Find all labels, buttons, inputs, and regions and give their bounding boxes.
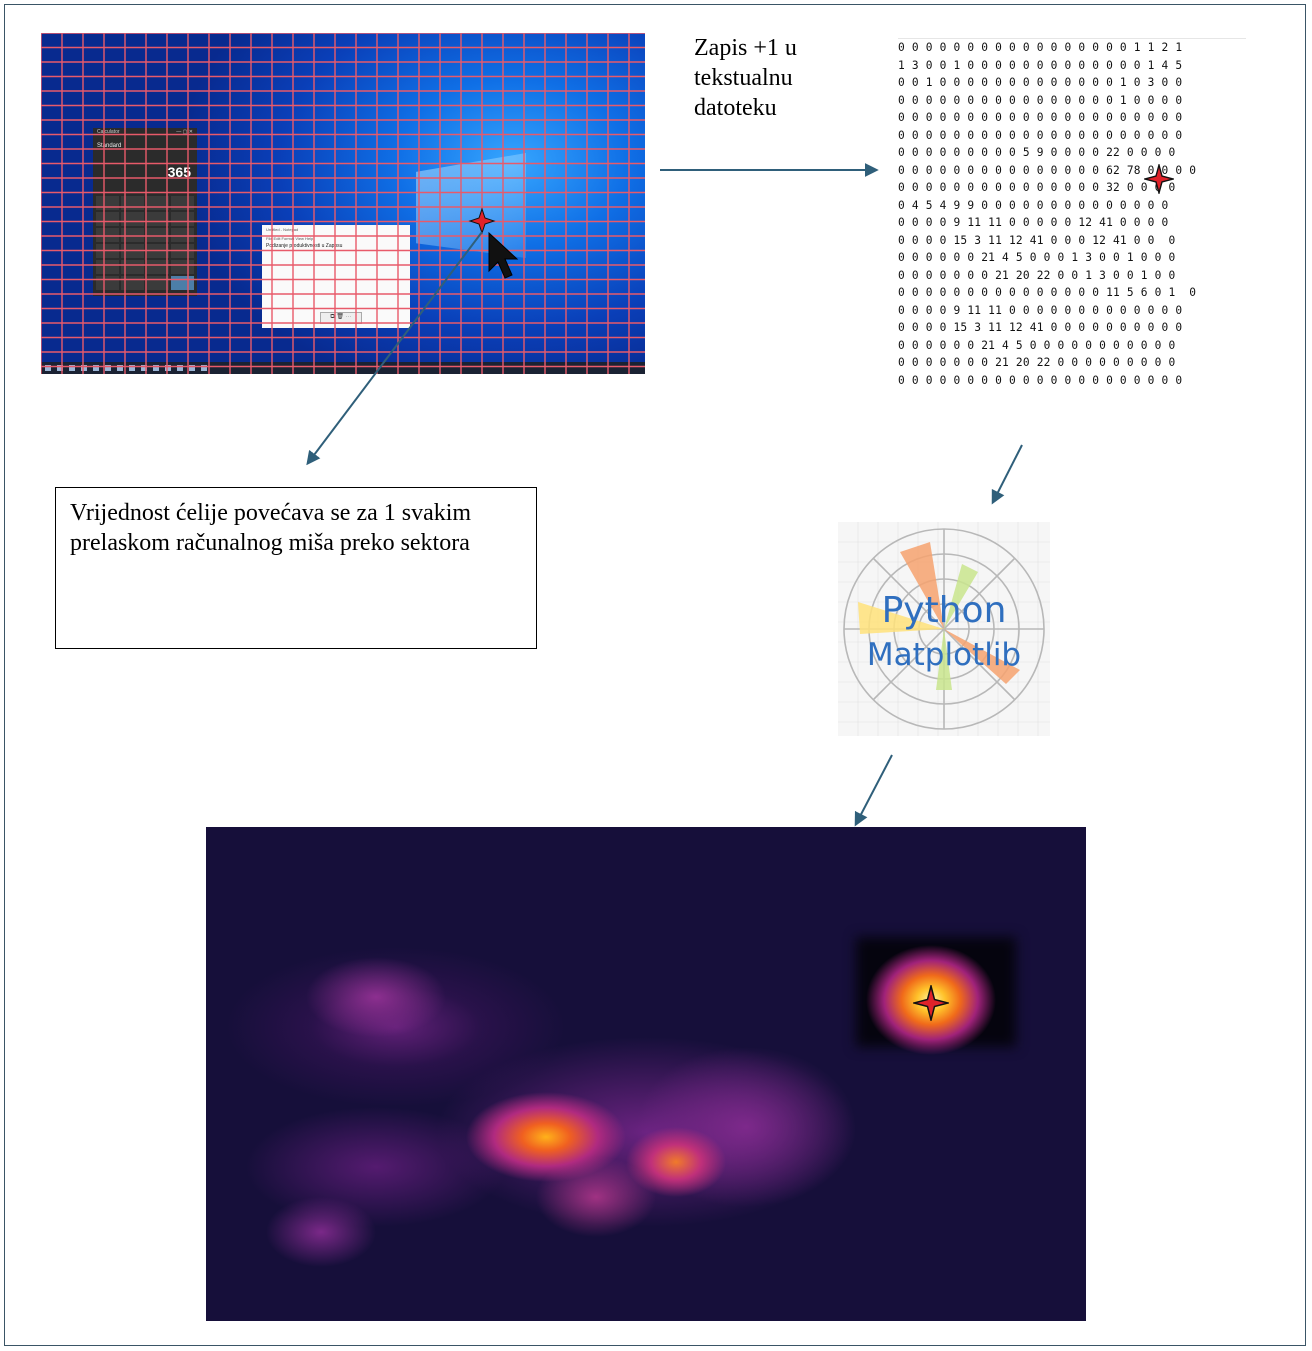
step-label-write-file: Zapis +1 u tekstualnu datoteku [694, 33, 844, 123]
calculator-mode: Standard [97, 143, 122, 149]
pointer-layer [468, 207, 519, 279]
notepad-menu: File Edit Format View Help [266, 236, 314, 241]
matrix-row: 0 0 0 0 0 0 0 0 0 0 0 0 0 0 0 0 1 0 0 0 … [898, 93, 1183, 107]
matrix-row: 0 0 0 0 15 3 11 12 41 0 0 0 12 41 0 0 0 [898, 233, 1176, 247]
app-icon [165, 365, 171, 371]
app-icon [81, 365, 87, 371]
app-icon [105, 365, 111, 371]
notepad-text: Podizanje produktivnosti u Zaposu [266, 243, 343, 249]
matrix-row: 0 0 0 0 9 11 11 0 0 0 0 0 12 41 0 0 0 0 [898, 216, 1169, 229]
matrix-row: 0 0 0 0 0 0 0 0 0 0 0 0 0 0 0 0 0 0 0 0 … [898, 373, 1183, 387]
calculator-display: 365 [167, 164, 191, 180]
matrix-row: 0 0 0 0 0 0 0 0 0 0 0 0 0 0 0 32 0 0 0 0 [898, 181, 1176, 194]
app-icon [201, 365, 207, 371]
desktop-screenshot: Calculator— ▢ ✕ Standard 365 Untitled - … [41, 33, 645, 374]
app-icon [117, 365, 123, 371]
start-icon [45, 365, 51, 371]
mouse-cursor-icon [488, 231, 519, 279]
matrix-row: 0 0 0 0 0 0 0 0 0 0 0 0 0 0 0 0 0 1 1 2 … [898, 41, 1183, 54]
app-icon [141, 365, 147, 371]
matrix-row: 0 0 0 0 0 0 0 0 0 5 9 0 0 0 0 22 0 0 0 0 [898, 146, 1176, 159]
matrix-row: 0 0 0 0 0 0 21 4 5 0 0 0 0 0 0 0 0 0 0 0 [898, 338, 1176, 352]
heatmap-output [206, 827, 1086, 1321]
matrix-row: 0 4 5 4 9 9 0 0 0 0 0 0 0 0 0 0 0 0 0 0 [898, 198, 1169, 212]
matrix-row: 0 0 0 0 15 3 11 12 41 0 0 0 0 0 0 0 0 0 … [898, 321, 1183, 334]
figure-frame [4, 4, 1306, 1346]
search-icon [57, 365, 63, 371]
notepad-title: Untitled - Notepad [266, 227, 299, 232]
description-box: Vrijednost ćelije povećava se za 1 svaki… [55, 487, 537, 649]
app-icon [177, 365, 183, 371]
matrix-star-marker-icon [1144, 164, 1174, 194]
step-label-write-file-text: Zapis +1 u tekstualnu datoteku [694, 35, 797, 121]
text-file-matrix: 0 0 0 0 0 0 0 0 0 0 0 0 0 0 0 0 0 1 1 2 … [898, 38, 1246, 417]
matrix-row: 1 3 0 0 1 0 0 0 0 0 0 0 0 0 0 0 0 0 1 4 … [898, 58, 1183, 72]
taskview-icon [69, 365, 75, 371]
calculator-title: Calculator [97, 129, 120, 135]
app-icon [129, 365, 135, 371]
description-text: Vrijednost ćelije povećava se za 1 svaki… [70, 500, 472, 556]
matrix-row: 0 0 0 0 0 0 0 21 20 22 0 0 0 0 0 0 0 0 0 [898, 356, 1176, 369]
matrix-row: 0 0 0 0 0 0 0 0 0 0 0 0 0 0 0 0 0 0 0 0 … [898, 111, 1183, 124]
python-matplotlib-logo: Python Matplotlib [838, 522, 1050, 736]
matrix-row: 0 0 0 0 0 0 21 4 5 0 0 0 1 3 0 0 1 0 0 0 [898, 251, 1176, 264]
app-icon [93, 365, 99, 371]
calculator-titlebar: Calculator— ▢ ✕ [93, 128, 197, 142]
logo-python-text: Python [882, 590, 1007, 631]
star-marker-icon [468, 207, 496, 235]
matrix-row: 0 0 0 0 0 0 0 0 0 0 0 0 0 0 0 0 0 0 0 0 … [898, 128, 1183, 142]
heatmap-star-marker-icon [913, 985, 949, 1021]
matrix-row: 0 0 0 0 0 0 0 0 0 0 0 0 0 0 0 62 78 0 0 … [898, 163, 1197, 177]
app-icon [153, 365, 159, 371]
app-icon [189, 365, 195, 371]
logo-matplotlib-text: Matplotlib [867, 637, 1021, 673]
matrix-row: 0 0 0 0 0 0 0 21 20 22 0 0 1 3 0 0 1 0 0 [898, 268, 1176, 282]
matrix-row: 0 0 1 0 0 0 0 0 0 0 0 0 0 0 0 0 1 0 3 0 … [898, 76, 1183, 89]
matrix-row: 0 0 0 0 0 0 0 0 0 0 0 0 0 0 0 11 5 6 0 1… [898, 286, 1197, 299]
matrix-row: 0 0 0 0 9 11 11 0 0 0 0 0 0 0 0 0 0 0 0 … [898, 303, 1183, 317]
